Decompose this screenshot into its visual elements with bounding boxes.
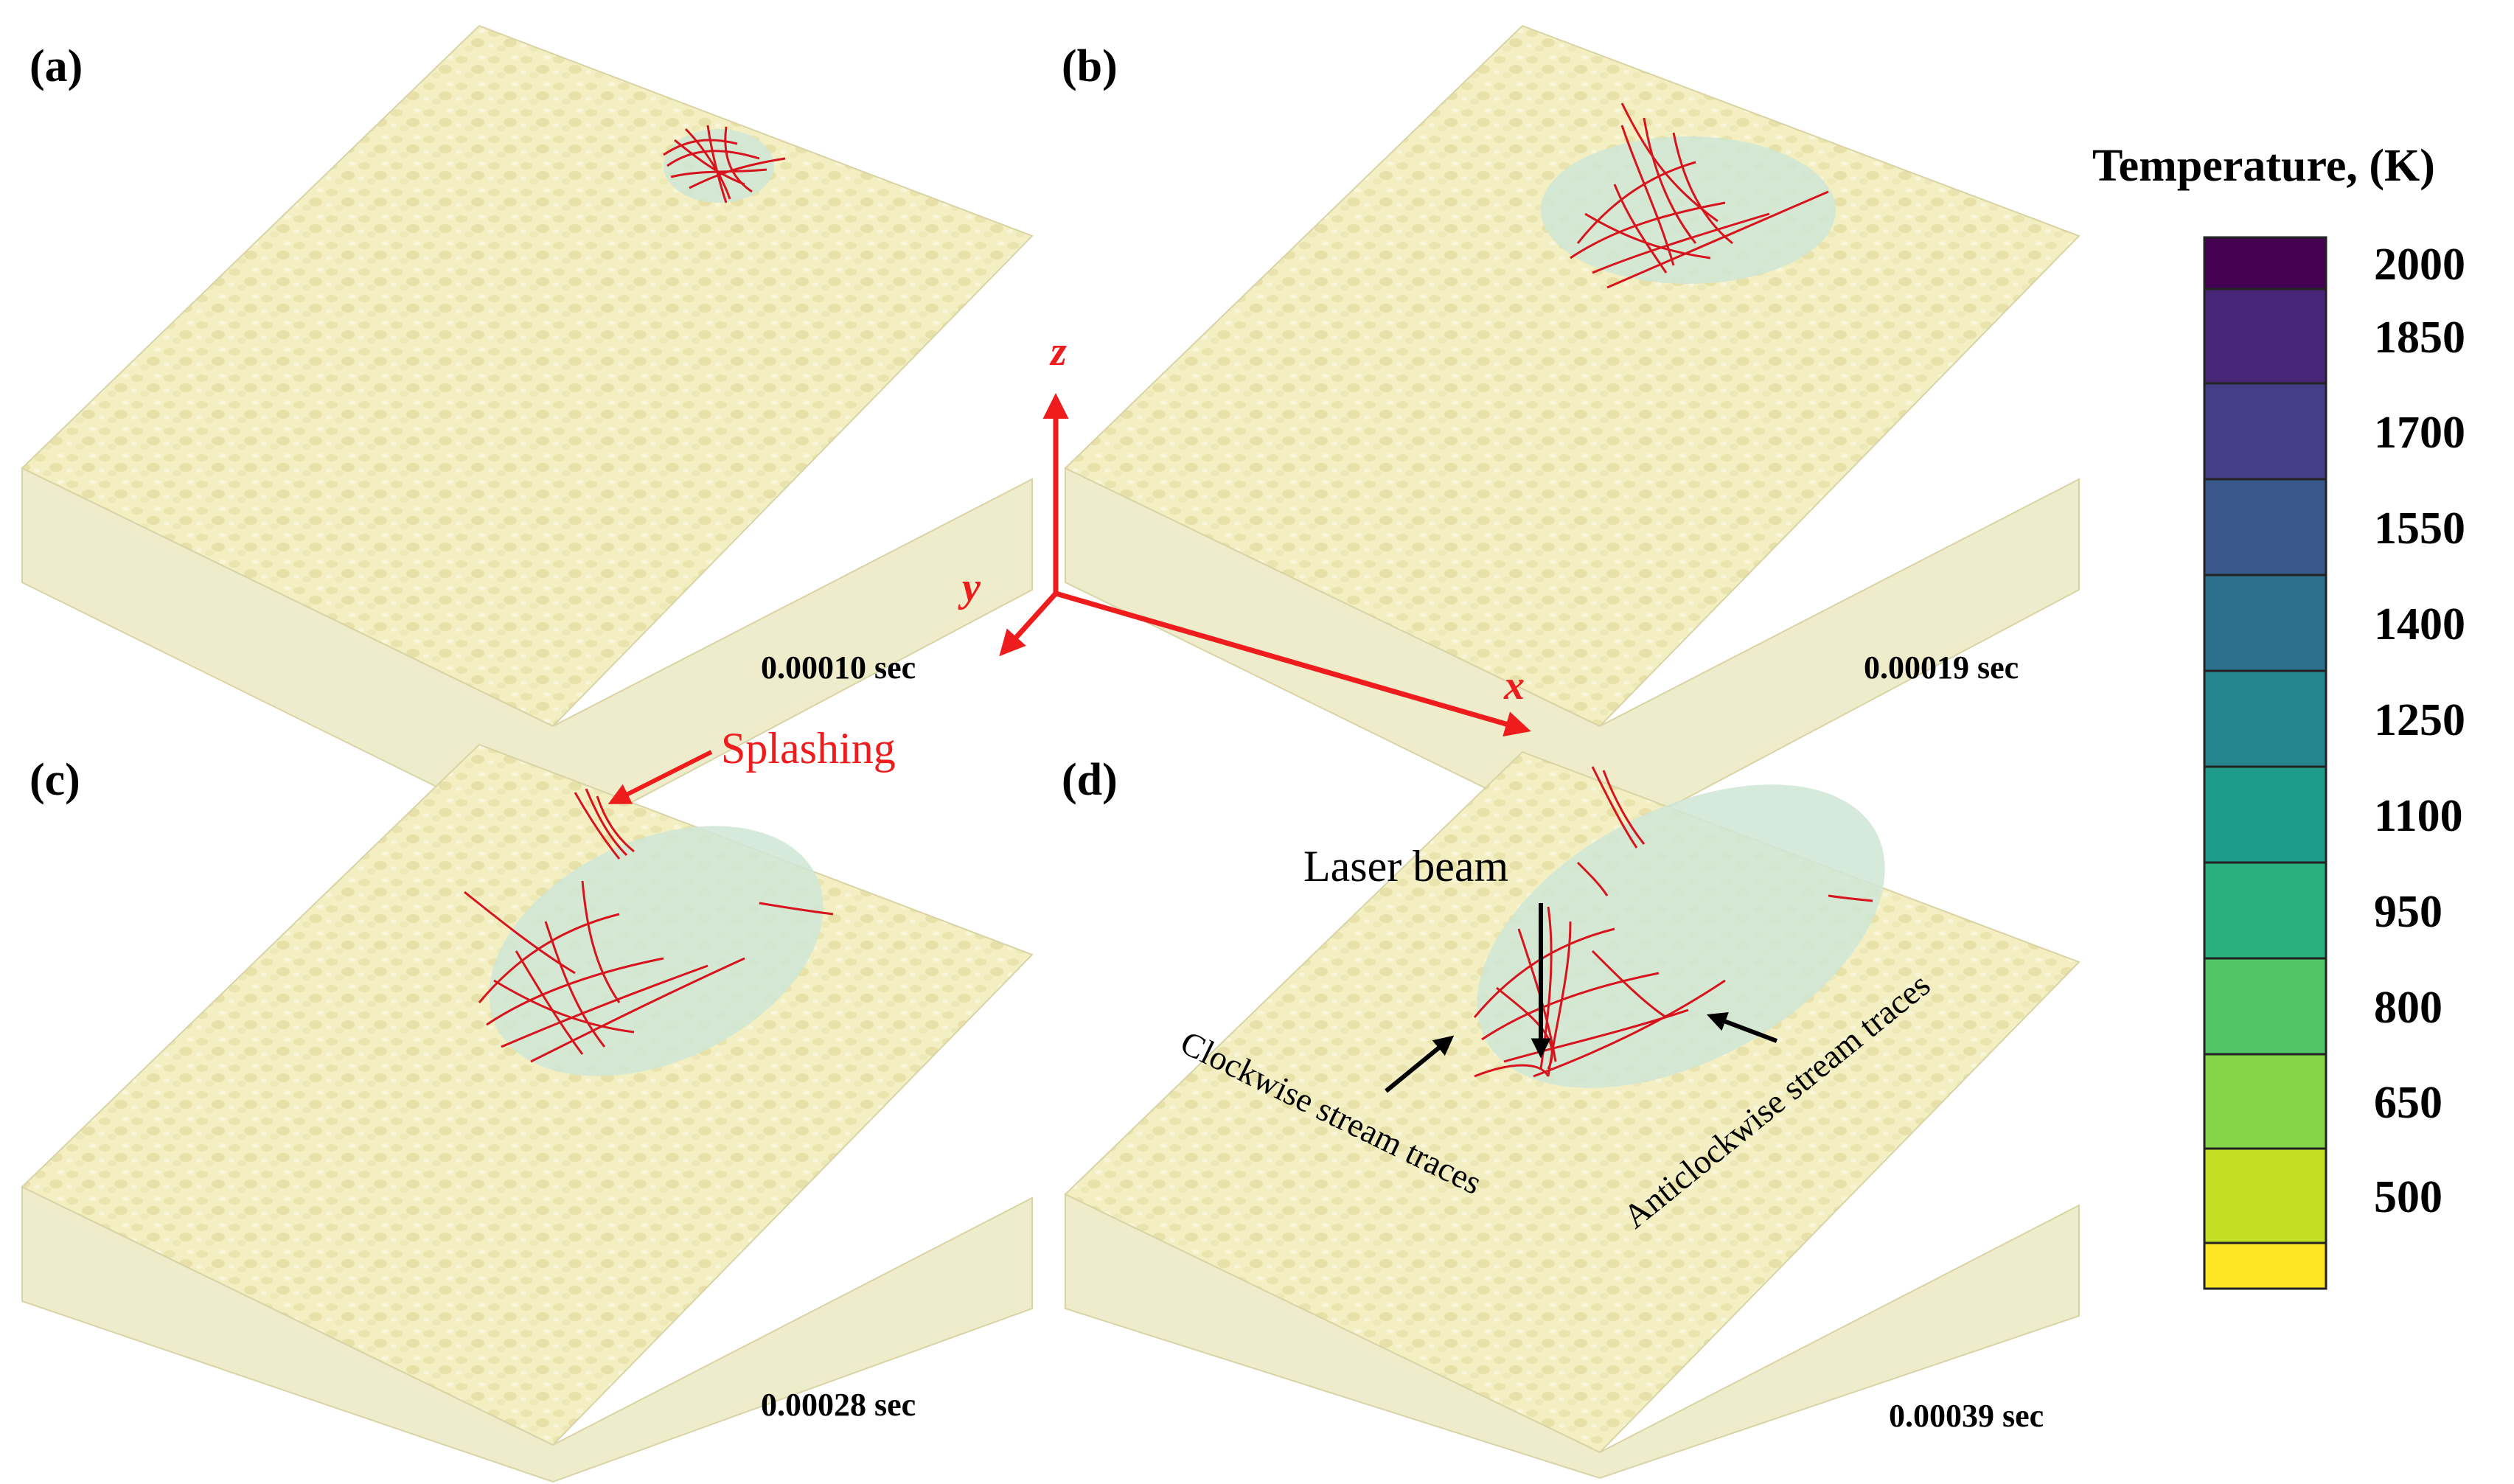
legend-swatch [2203, 288, 2327, 385]
z-axis-label: z [1049, 329, 1067, 375]
temperature-legend: Temperature, (K) 2000 1850 1700 1550 1400 125… [2092, 141, 2465, 1290]
x-axis-label: x [1503, 663, 1525, 708]
time-label-d: 0.00039 sec [1889, 1398, 2044, 1434]
stream-traces [464, 788, 834, 1063]
legend-level-label: 650 [2374, 1078, 2442, 1128]
time-label-c: 0.00028 sec [761, 1387, 916, 1423]
panel-label-c: (c) [29, 755, 80, 805]
legend-swatch [2203, 957, 2327, 1056]
anticlockwise-arrow [1706, 1012, 1778, 1043]
legend-level-label: 950 [2374, 887, 2442, 937]
legend-swatch [2203, 382, 2327, 481]
annotation-laser-beam: Laser beam [1303, 842, 1551, 1059]
melt-pool [1477, 784, 1885, 1088]
panel-label-b: (b) [1062, 41, 1118, 91]
legend-swatch [2203, 765, 2327, 864]
legend-level-label: 1400 [2374, 599, 2465, 649]
legend-swatch [2203, 574, 2327, 672]
legend-level-labels: 2000 1850 1700 1550 1400 1250 1100 950 800 650 500 [2374, 240, 2465, 1222]
legend-swatch [2203, 478, 2327, 576]
panel-d [1064, 750, 2081, 1480]
splashing-label: Splashing [721, 724, 896, 773]
stream-traces [663, 125, 786, 203]
time-label-b: 0.00019 sec [1864, 649, 2019, 686]
legend-swatch [2203, 1053, 2327, 1150]
panel-b [1064, 24, 2081, 846]
legend-colorbar [2203, 236, 2327, 1290]
legend-level-label: 1100 [2374, 791, 2463, 841]
legend-swatch [2203, 236, 2327, 290]
melt-pool [489, 826, 824, 1076]
legend-level-label: 500 [2374, 1172, 2442, 1222]
melt-pool [664, 129, 774, 203]
x-axis-arrow [1055, 591, 1531, 737]
time-label-a: 0.00010 sec [761, 649, 916, 686]
panel-c [21, 743, 1034, 1483]
panel-label-a: (a) [29, 41, 83, 91]
plate-top-surface [21, 24, 1034, 728]
y-axis-arrow [999, 591, 1058, 657]
y-axis-label: y [958, 565, 981, 610]
coordinate-axes: z y x [958, 329, 1531, 737]
stream-traces [1473, 766, 1873, 1078]
legend-swatch [2203, 1147, 2327, 1244]
legend-swatch [2203, 861, 2327, 960]
panel-label-d: (d) [1062, 755, 1118, 805]
legend-swatch [2203, 669, 2327, 768]
legend-level-label: 1250 [2374, 695, 2465, 745]
legend-title: Temperature, (K) [2092, 141, 2435, 191]
legend-swatch [2203, 1241, 2327, 1290]
panel-a [21, 24, 1034, 846]
legend-level-label: 1550 [2374, 504, 2465, 554]
laser-beam-label: Laser beam [1303, 842, 1508, 891]
legend-level-label: 800 [2374, 983, 2442, 1033]
legend-level-label: 1700 [2374, 408, 2465, 458]
stream-traces [1570, 102, 1829, 289]
annotation-splashing: Splashing [607, 724, 896, 804]
legend-level-label: 2000 [2374, 240, 2465, 290]
splashing-arrow [607, 750, 713, 804]
legend-level-label: 1850 [2374, 313, 2465, 363]
clockwise-arrow [1385, 1035, 1455, 1093]
